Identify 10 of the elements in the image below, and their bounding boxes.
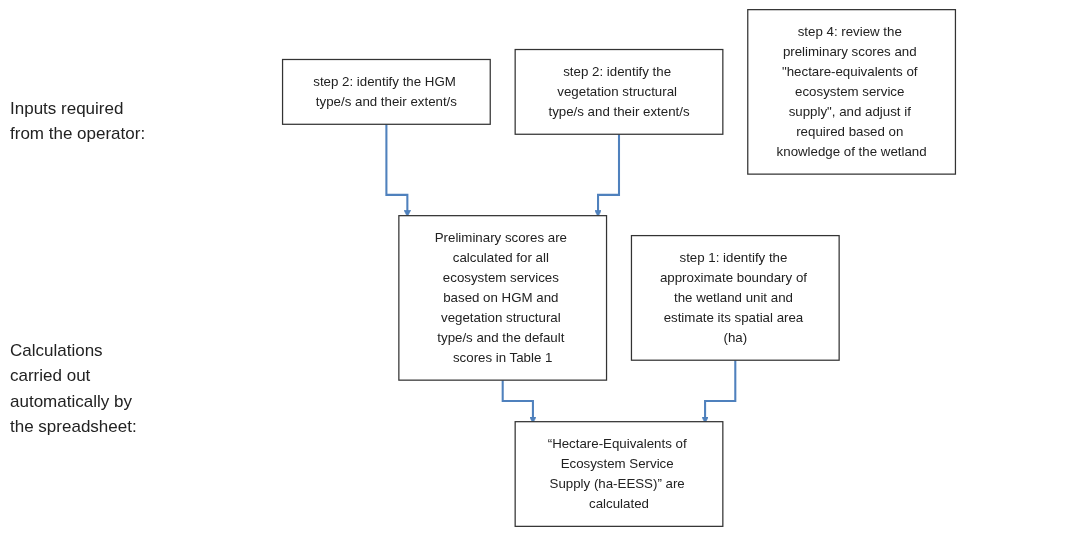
node-box: step 2: identify the vegetation structural type/s and their extent/s	[514, 48, 723, 135]
node-box: step 1: identify the approximate boundary of the wetland unit and estimate its spatial area (ha)	[630, 234, 840, 361]
node-box: step 2: identify the HGM type/s and their extent/s	[281, 58, 491, 125]
arrow	[593, 132, 620, 217]
node-box: “Hectare-Equivalents of Ecosystem Service Supply (ha-EESS)” are calculated	[514, 420, 723, 527]
row-label: Inputs required from the operator:	[10, 97, 147, 145]
row-label: Calculations carried out automatically by the spreadsheet:	[10, 339, 138, 438]
arrow	[384, 122, 411, 217]
node-box: step 4: review the preliminary scores and "hectare-equivalents of ecosystem service supply", and adjust if required based on knowledge of the wetland	[746, 8, 956, 175]
node-box: Preliminary scores are calculated for all ecosystem services based on HGM and vegetation structural type/s and the default scores in Table 1	[397, 214, 607, 381]
